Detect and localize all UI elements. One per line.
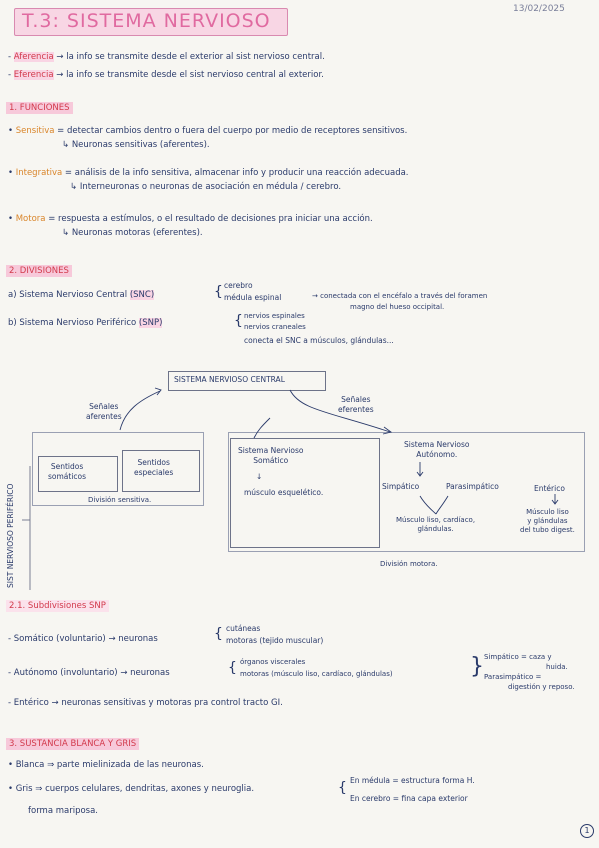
musculo-liso-label: Músculo liso, cardíaco, glándulas. [396, 516, 476, 533]
snp-note: conecta el SNC a músculos, glándulas... [244, 336, 394, 345]
autonomo-label: - Autónomo (involuntario) [8, 668, 118, 678]
division-motora-region [228, 432, 585, 552]
sentidos-somaticos-label: Sentidos somáticos [48, 462, 87, 481]
integrativa-text: = análisis de la info sensitiva, almacen… [64, 168, 409, 178]
division-motora-label: División motora. [380, 560, 438, 568]
gris-brace: { [338, 780, 347, 796]
somatico-box-label: Sistema Nervioso Somático [238, 446, 304, 465]
division-sensitiva-region [32, 432, 204, 506]
snp-item-espinales: nervios espinales [244, 312, 305, 320]
senales-aferentes: Señales aferentes [86, 402, 122, 421]
snc-line: a) Sistema Nervioso Central (SNC) [8, 290, 155, 300]
somatico-arrow-text: → neuronas [108, 634, 158, 644]
snc-box-label: SISTEMA NERVIOSO CENTRAL [174, 375, 285, 384]
divisiones-heading: 2. DIVISIONES [6, 265, 72, 277]
somatico-arrow: ↓ [256, 472, 263, 481]
snp-brace: { [234, 313, 243, 329]
eferencia-term: Eferencia [13, 70, 54, 80]
integrativa-term: Integrativa [15, 168, 63, 178]
sensitiva-sub: ↳ Neuronas sensitivas (aferentes). [62, 140, 210, 150]
sustancia-heading: 3. SUSTANCIA BLANCA Y GRIS [6, 738, 140, 750]
parasimpatico-label: Parasimpático [446, 482, 499, 491]
page-title: T.3: SISTEMA NERVIOSO [22, 10, 271, 32]
sensitiva-line: • Sensitiva = detectar cambios dentro o … [8, 126, 408, 136]
snc-brace: { [214, 284, 223, 300]
snc-item-cerebro: cerebro [224, 281, 253, 290]
integrativa-line: • Integrativa = análisis de la info sens… [8, 168, 409, 178]
snp-line: b) Sistema Nervioso Periférico (SNP) [8, 318, 163, 328]
page-number: 1 [580, 824, 594, 838]
sentidos-especiales-label: Sentidos especiales [134, 458, 174, 477]
musculo-esqueletico: músculo esquelético. [244, 488, 324, 497]
sentidos-especiales-box [122, 450, 200, 492]
eferencia-text: → la info se transmite desde el sist ner… [56, 70, 324, 80]
somatico-line: - Somático (voluntario) → neuronas [8, 634, 158, 644]
enterico-label: Entérico [534, 484, 565, 493]
snp-label: b) Sistema Nervioso Periférico [8, 318, 137, 328]
autonomo-right-brace: } [470, 654, 484, 679]
autonomo-brace: { [228, 660, 237, 676]
snp-abbr: (SNP) [138, 318, 163, 328]
snc-item-medula: médula espinal [224, 293, 282, 302]
date-label: 13/02/2025 [513, 4, 565, 14]
snc-note2: magno del hueso occipital. [350, 303, 445, 311]
enterico-sub-label: - Entérico [8, 698, 49, 708]
gris-line: • Gris ⇒ cuerpos celulares, dendritas, a… [8, 784, 255, 794]
aferencia-line: - Aferencia → la info se transmite desde… [8, 52, 325, 62]
somatico-brace: { [214, 626, 223, 642]
blanca-line: • Blanca ⇒ parte mielinizada de las neur… [8, 760, 204, 770]
subdivisiones-heading: 2.1. Subdivisiones SNP [6, 600, 109, 612]
autonomo-line: - Autónomo (involuntario) → neuronas [8, 668, 170, 678]
integrativa-sub: ↳ Interneuronas o neuronas de asociación… [70, 182, 342, 192]
gris-medula: En médula = estructura forma H. [350, 776, 475, 785]
aferencia-text: → la info se transmite desde el exterior… [56, 52, 325, 62]
gris-cerebro: En cerebro = fina capa exterior [350, 794, 468, 803]
division-sensitiva-label: División sensitiva. [88, 496, 152, 504]
snc-label: a) Sistema Nervioso Central [8, 290, 128, 300]
aferencia-term: Aferencia [13, 52, 54, 62]
snc-note: → conectada con el encéfalo a través del… [312, 292, 488, 300]
enterico-line: - Entérico → neuronas sensitivas y motor… [8, 698, 283, 708]
gris-mariposa: forma mariposa. [28, 806, 99, 816]
funciones-heading: 1. FUNCIONES [6, 102, 73, 114]
somatico-item-motoras: motoras (tejido muscular) [226, 636, 324, 645]
sensitiva-term: Sensitiva [15, 126, 55, 136]
snc-abbr: (SNC) [129, 290, 155, 300]
somatico-item-cutaneas: cutáneas [226, 624, 261, 633]
autonomo-arrow-text: → neuronas [120, 668, 170, 678]
autonomo-box-label: Sistema Nervioso Autónomo. [404, 440, 470, 459]
motora-sub: ↳ Neuronas motoras (eferentes). [62, 228, 203, 238]
snc-box [168, 371, 326, 391]
sensitiva-text: = detectar cambios dentro o fuera del cu… [57, 126, 408, 136]
autonomo-item-organos: órganos viscerales [240, 658, 306, 666]
autonomo-right-notes: Simpático = caza y huida. Parasimpático … [484, 653, 575, 691]
motora-line: • Motora = respuesta a estímulos, o el r… [8, 214, 373, 224]
eferencia-line: - Eferencia → la info se transmite desde… [8, 70, 324, 80]
musculo-liso-2-label: Músculo liso y glándulas del tubo digest… [520, 508, 575, 534]
motora-text: = respuesta a estímulos, o el resultado … [48, 214, 373, 224]
title-highlight [14, 8, 288, 36]
enterico-text: → neuronas sensitivas y motoras pra cont… [51, 698, 283, 708]
autonomo-item-motoras: motoras (músculo liso, cardíaco, glándul… [240, 670, 393, 678]
sentidos-somaticos-box [38, 456, 118, 492]
somatico-box [230, 438, 380, 548]
motora-term: Motora [15, 214, 46, 224]
somatico-label: - Somático (voluntario) [8, 634, 106, 644]
simpatico-label: Simpático [382, 482, 420, 491]
snp-item-craneales: nervios craneales [244, 323, 306, 331]
senales-eferentes: Señales eferentes [338, 395, 374, 414]
